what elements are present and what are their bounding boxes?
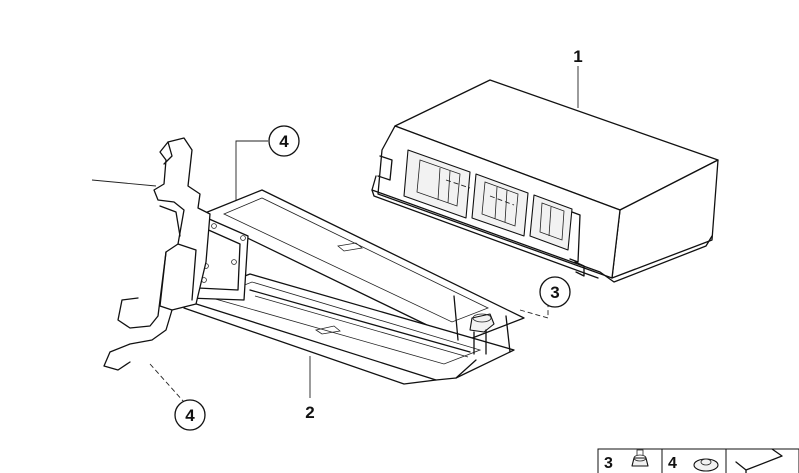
callout-4-top-label: 4 [279, 132, 289, 151]
legend-clip-icon [693, 458, 719, 472]
callout-2: 2 [305, 403, 314, 422]
callout-4-bottom: 4 [174, 399, 206, 431]
legend-cell-3 [597, 448, 663, 473]
legend-sheet-icon [735, 448, 783, 473]
callout-4-bottom-label: 4 [185, 406, 195, 425]
callout-4-top: 4 [268, 125, 300, 157]
leader-lines [91, 66, 579, 403]
legend-number-4: 4 [668, 455, 677, 472]
callout-1: 1 [573, 47, 582, 66]
legend-number-3: 3 [604, 455, 613, 472]
hook-bracket [103, 137, 211, 371]
legend-nut-icon [631, 449, 649, 467]
callout-3-label: 3 [550, 283, 559, 302]
callout-3: 3 [539, 276, 571, 308]
parts-legend: 3 4 [597, 448, 799, 473]
legend-cell-sheet [725, 448, 799, 473]
control-unit[interactable] [371, 79, 719, 283]
nut-stud[interactable] [469, 313, 495, 355]
